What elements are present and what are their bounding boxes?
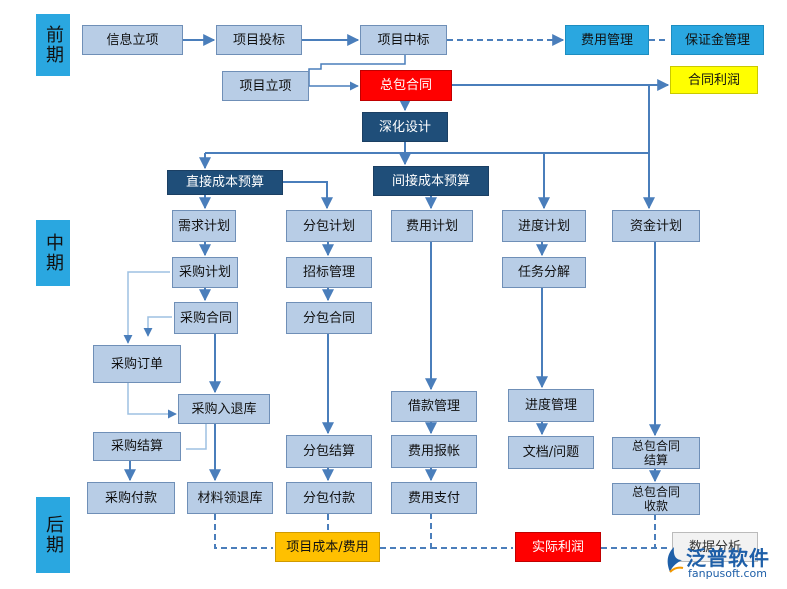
phase-middle-label: 中期 <box>36 220 70 286</box>
node-expense-mgmt: 费用管理 <box>565 25 649 55</box>
node-purchase-in-out: 采购入退库 <box>178 394 270 424</box>
node-expense-payment: 费用支付 <box>391 482 477 514</box>
node-expense-plan: 费用计划 <box>391 210 473 242</box>
node-award: 项目中标 <box>360 25 447 55</box>
node-project-approval: 项目立项 <box>222 71 309 101</box>
node-main-contract-settlement: 总包合同结算 <box>612 437 700 469</box>
node-task-breakdown: 任务分解 <box>502 257 586 288</box>
node-main-contract-collection: 总包合同收款 <box>612 483 700 515</box>
node-info-approval: 信息立项 <box>82 25 183 55</box>
phase-late-label: 后期 <box>36 497 70 573</box>
node-indirect-cost-budget: 间接成本预算 <box>373 166 489 196</box>
node-purchase-order: 采购订单 <box>93 345 181 383</box>
node-purchase-plan: 采购计划 <box>172 257 238 288</box>
watermark-logo: 泛普软件 fanpusoft.com <box>664 540 782 582</box>
node-purchase-payment: 采购付款 <box>87 482 175 514</box>
node-detailed-design: 深化设计 <box>362 112 448 142</box>
node-subcontract-contract: 分包合同 <box>286 302 372 334</box>
node-loan-mgmt: 借款管理 <box>391 391 477 422</box>
node-deposit-mgmt: 保证金管理 <box>671 25 764 55</box>
node-tender-mgmt: 招标管理 <box>286 257 372 288</box>
node-subcontract-settlement: 分包结算 <box>286 435 372 468</box>
node-demand-plan: 需求计划 <box>172 210 236 242</box>
node-schedule-mgmt: 进度管理 <box>508 389 594 422</box>
node-direct-cost-budget: 直接成本预算 <box>167 170 283 195</box>
node-purchase-contract: 采购合同 <box>174 302 238 334</box>
logo-mark-icon <box>667 547 684 573</box>
node-subcontract-payment: 分包付款 <box>286 482 372 514</box>
node-purchase-settlement: 采购结算 <box>93 432 181 461</box>
node-bidding: 项目投标 <box>216 25 302 55</box>
node-actual-profit: 实际利润 <box>515 532 601 562</box>
node-subcontract-plan: 分包计划 <box>286 210 372 242</box>
node-docs-issues: 文档/问题 <box>508 436 594 469</box>
node-fund-plan: 资金计划 <box>612 210 700 242</box>
node-schedule-plan: 进度计划 <box>502 210 586 242</box>
node-expense-claim: 费用报帐 <box>391 435 477 468</box>
node-project-cost: 项目成本/费用 <box>275 532 380 562</box>
node-contract-profit: 合同利润 <box>670 66 758 94</box>
phase-early-label: 前期 <box>36 14 70 76</box>
node-main-contract: 总包合同 <box>360 70 452 101</box>
logo-site-text: fanpusoft.com <box>688 567 767 580</box>
node-data-analysis: 数据分析 <box>672 532 758 562</box>
node-material-issue-return: 材料领退库 <box>187 482 273 514</box>
logo-brand-text: 泛普软件 <box>686 546 770 570</box>
